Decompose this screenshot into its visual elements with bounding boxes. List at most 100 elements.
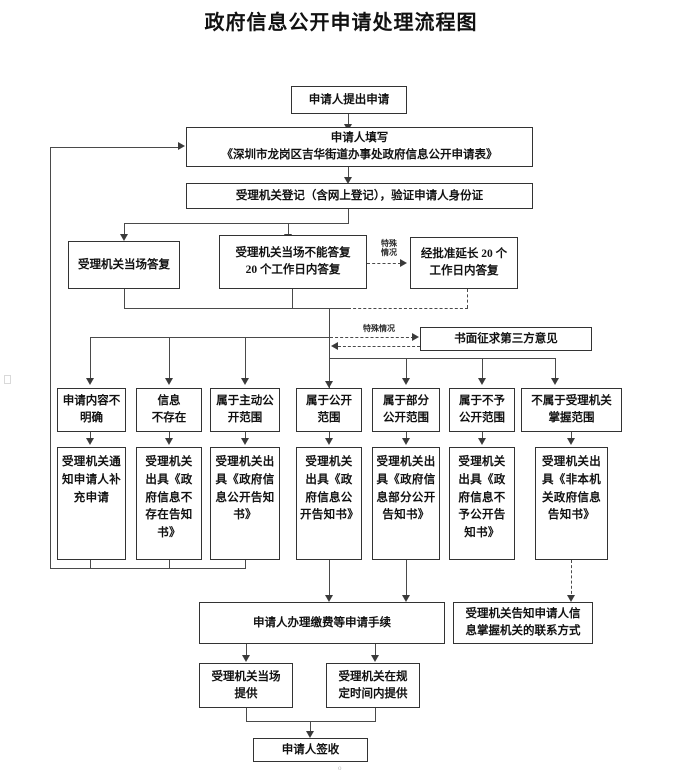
return-proactive-down (245, 560, 247, 568)
node-act-notexist: 受理机关出具《政府信息不存在告知书》 (136, 447, 202, 560)
node-provide-intime-line2: 定时间内提供 (338, 687, 408, 700)
arrow-notexist-to-action (165, 438, 174, 445)
connector-register-left-branch (124, 223, 126, 237)
arrow-cat-nonpublic (478, 378, 487, 385)
node-act-partial-label: 受理机关出具《政府信息部分公开告知书》 (376, 456, 436, 522)
node-cat-partial-line1: 属于部分 (383, 395, 429, 408)
arrow-thirdparty-back (331, 341, 338, 350)
node-cat-nonpublic: 属于不予 公开范围 (449, 388, 515, 432)
node-provide-intime-line1: 受理机关在规 (338, 670, 408, 683)
arrow-trunk-to-public (325, 381, 334, 388)
connector-notexist-down (169, 432, 171, 441)
branch-cat-nonpublic (482, 357, 484, 381)
node-cat-nonpublic-line1: 属于不予 (459, 395, 505, 408)
connector-onsite-merge-down (246, 708, 248, 722)
node-cat-notheld-line2: 掌握范围 (548, 412, 595, 424)
node-onsite-reply-label: 受理机关当场答复 (78, 258, 170, 271)
dashed-notheld-to-contact (571, 560, 572, 599)
node-extend-reply: 经批准延长 20 个 工作日内答复 (410, 237, 518, 289)
bus-left-categories (90, 336, 330, 338)
feedback-supplement-down (90, 560, 92, 569)
dashed-extend-down (467, 289, 468, 308)
branch-cat-partial (406, 357, 408, 381)
arrow-notheld-to-contact (567, 595, 576, 602)
node-cat-proactive-line1: 属于主动公 (216, 395, 274, 408)
feedback-supplement-to-fill (50, 146, 178, 148)
node-inform-contact-line2: 息掌握机关的联系方式 (465, 625, 581, 637)
node-cat-notheld-line1: 不属于受理机关 (531, 395, 612, 408)
label-special-case-1: 特殊 情况 (372, 239, 406, 257)
bus-onsite-merge (124, 307, 349, 309)
page-title: 政府信息公开申请处理流程图 (204, 12, 478, 34)
branch-cat-unclear (90, 336, 92, 381)
node-third-party: 书面征求第三方意见 (420, 327, 592, 351)
arrow-fill-to-register (344, 177, 353, 184)
node-third-party-label: 书面征求第三方意见 (454, 332, 558, 345)
label-special-case-2-text: 特殊情况 (363, 324, 395, 333)
arrow-to-onsite-reply (120, 234, 129, 241)
connector-partial-down (406, 432, 408, 441)
node-act-public-label: 受理机关出具《政府信息公开告知书》 (300, 456, 359, 522)
node-cat-unclear: 申请内容不 明确 (57, 388, 126, 432)
label-special-case-1-line1: 特殊 (381, 239, 397, 248)
connector-fee-to-intime (375, 644, 377, 659)
connector-onsite-reply-down (124, 289, 126, 309)
node-register: 受理机关登记（含网上登记），验证申请人身份证 (186, 183, 533, 209)
connector-notheld-down (571, 432, 573, 441)
arrow-to-extend (400, 258, 407, 267)
node-cat-notexist-line2: 不存在 (151, 412, 187, 424)
return-notexist-down (169, 560, 171, 568)
arrow-to-receipt (306, 731, 315, 738)
node-cat-nonpublic-line2: 公开范围 (459, 412, 505, 424)
dashed-thirdparty-back (338, 346, 420, 347)
connector-merge-to-receipt (310, 721, 312, 734)
node-fill-form-line2: 《深圳市龙岗区吉华街道办事处政府信息公开申请表》 (221, 149, 498, 161)
dashed-trunk-to-thirdparty (330, 337, 414, 338)
node-extend-line1: 经批准延长 20 个 (420, 248, 508, 261)
node-cat-public: 属于公开 范围 (296, 388, 362, 432)
node-fee: 申请人办理缴费等申请手续 (199, 602, 445, 644)
label-special-case-2: 特殊情况 (351, 324, 407, 333)
feedback-supplement-up (50, 147, 52, 568)
arrow-fee-to-intime (371, 655, 380, 662)
node-cat-partial: 属于部分 公开范围 (372, 388, 440, 432)
label-special-case-1-line2: 情况 (381, 248, 397, 258)
arrow-cat-notexist (165, 378, 174, 385)
node-act-partial: 受理机关出具《政府信息部分公开告知书》 (372, 447, 440, 560)
node-cat-proactive: 属于主动公 开范围 (210, 388, 280, 432)
node-no-onsite-line1: 受理机关当场不能答复 (235, 247, 351, 260)
connector-register-down (348, 209, 350, 224)
node-cat-public-line2: 范围 (317, 412, 341, 424)
node-provide-onsite: 受理机关当场 提供 (199, 663, 293, 708)
node-act-public: 受理机关出具《政府信息公开告知书》 (296, 447, 362, 560)
node-act-notexist-label: 受理机关出具《政府信息不存在告知书》 (145, 456, 193, 540)
node-cat-unclear-line1: 申请内容不 (62, 395, 121, 408)
connector-register-mid-branch (288, 223, 290, 237)
arrow-public-to-action (325, 438, 334, 445)
node-register-label: 受理机关登记（含网上登记），验证申请人身份证 (235, 189, 484, 202)
arrow-cat-unclear (86, 378, 95, 385)
arrow-nonpublic-to-action (478, 438, 487, 445)
node-act-supplement: 受理机关通知申请人补充申请 (57, 447, 126, 560)
arrow-cat-partial (402, 378, 411, 385)
connector-act-partial-to-fee (406, 560, 408, 599)
feedback-supplement-left (50, 567, 91, 569)
dashed-no-onsite-to-extend (367, 263, 401, 264)
node-receipt-label: 申请人签收 (281, 743, 340, 756)
arrow-notheld-to-action (567, 438, 576, 445)
arrow-proactive-to-action (241, 438, 250, 445)
branch-cat-proactive (245, 336, 247, 381)
node-cat-notheld: 不属于受理机关 掌握范围 (521, 388, 622, 432)
node-inform-contact: 受理机关告知申请人信 息掌握机关的联系方式 (453, 602, 593, 644)
connector-no-onsite-down (292, 289, 294, 308)
arrow-act-partial-to-fee (402, 595, 411, 602)
scan-artifact-bottom: o (338, 764, 342, 771)
connector-public-down (329, 432, 331, 441)
node-provide-onsite-line1: 受理机关当场 (211, 670, 281, 683)
connector-unclear-down (90, 432, 92, 441)
node-act-proactive: 受理机关出具《政府信息公开告知书》 (210, 447, 280, 560)
node-cat-partial-line2: 公开范围 (383, 412, 429, 424)
node-act-nonpublic: 受理机关出具《政府信息不予公开告知书》 (449, 447, 515, 560)
node-receipt: 申请人签收 (253, 738, 368, 762)
node-fee-label: 申请人办理缴费等申请手续 (253, 616, 391, 629)
